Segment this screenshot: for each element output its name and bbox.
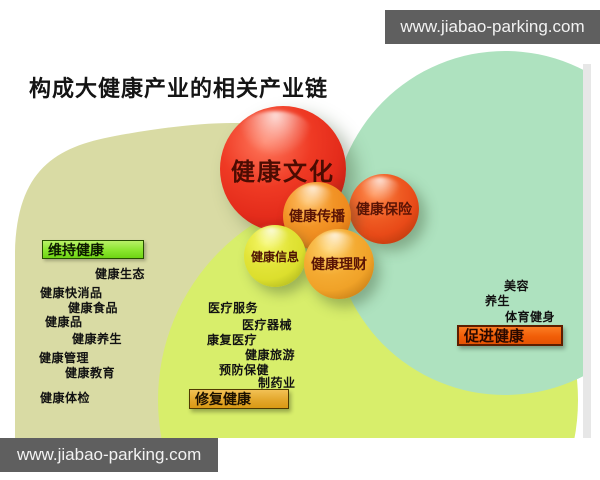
header-promote-health: 促进健康: [457, 325, 563, 346]
watermark-bottom: www.jiabao-parking.com: [0, 438, 218, 472]
ball-health-information: 健康信息: [244, 225, 306, 287]
ball-health-insurance-label: 健康保险: [356, 201, 412, 217]
header-maintain-health: 维持健康: [42, 240, 144, 259]
item-repair-2: 康复医疗: [207, 333, 258, 347]
item-repair-0: 医疗服务: [208, 301, 259, 315]
ball-health-communication-label: 健康传播: [289, 208, 345, 224]
item-repair-1: 医疗器械: [242, 318, 293, 332]
header-promote-health-label: 促进健康: [464, 328, 525, 345]
header-repair-health-label: 修复健康: [195, 391, 251, 407]
ball-health-culture-label: 健康文化: [231, 158, 335, 186]
item-repair-4: 预防保健: [219, 363, 270, 377]
item-maintain-3: 健康品: [45, 315, 83, 329]
ball-health-insurance: 健康保险: [349, 174, 419, 244]
item-maintain-4: 健康养生: [72, 332, 123, 346]
item-repair-5: 制药业: [258, 376, 296, 390]
watermark-bottom-text: www.jiabao-parking.com: [17, 445, 202, 464]
item-maintain-5: 健康管理: [39, 351, 90, 365]
mint-blob: [333, 51, 600, 395]
header-repair-health: 修复健康: [189, 389, 289, 409]
header-maintain-health-label: 维持健康: [48, 241, 104, 258]
item-maintain-0: 健康生态: [95, 267, 146, 281]
item-maintain-2: 健康食品: [68, 301, 119, 315]
item-promote-1: 养生: [485, 294, 511, 308]
ball-health-information-label: 健康信息: [250, 249, 299, 264]
ball-health-finance: 健康理财: [304, 229, 374, 299]
page-title: 构成大健康产业的相关产业链: [29, 76, 329, 101]
item-maintain-6: 健康教育: [65, 366, 116, 380]
ball-health-finance-label: 健康理财: [311, 256, 367, 272]
right-margin-shade: [583, 64, 591, 444]
item-repair-3: 健康旅游: [245, 348, 296, 362]
watermark-top: www.jiabao-parking.com: [385, 10, 600, 44]
item-promote-0: 美容: [504, 279, 530, 293]
watermark-top-text: www.jiabao-parking.com: [400, 17, 585, 36]
item-maintain-7: 健康体检: [40, 391, 91, 405]
item-maintain-1: 健康快消品: [40, 286, 103, 300]
item-promote-2: 体育健身: [505, 310, 556, 324]
